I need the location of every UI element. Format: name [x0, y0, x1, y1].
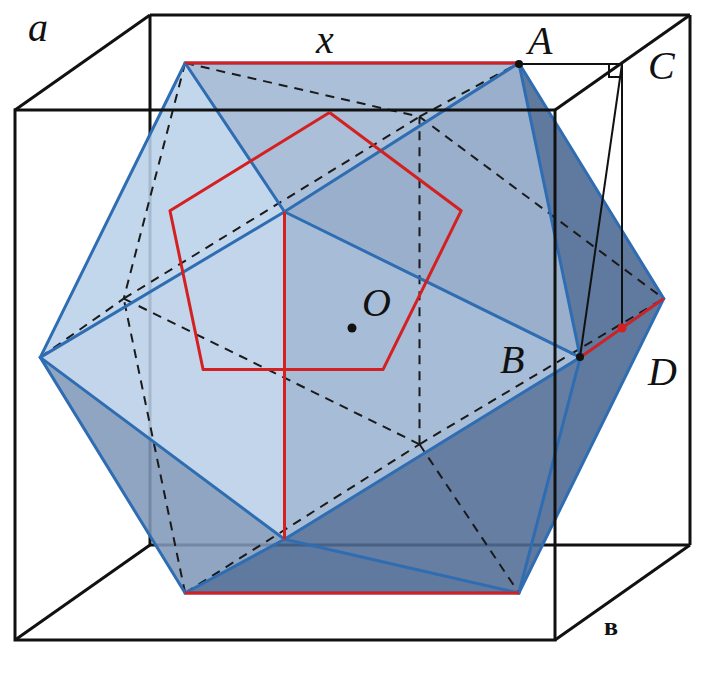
cube-front-edges: [15, 15, 690, 640]
cube-back-edges: [15, 15, 690, 640]
point-label: B: [500, 340, 524, 380]
edge: [285, 212, 581, 358]
red-line: [185, 592, 519, 595]
construction-lines: [519, 64, 622, 357]
edge: [283, 212, 286, 540]
edge: [124, 63, 185, 299]
point-label: O: [362, 283, 391, 323]
edge: [519, 299, 664, 593]
length-label: x: [316, 20, 334, 60]
edge: [185, 62, 519, 65]
edge: [40, 357, 185, 593]
edge: [285, 539, 519, 593]
edge-label: a: [28, 8, 48, 48]
edge: [40, 212, 284, 358]
red-line: [185, 62, 519, 65]
face: [519, 63, 664, 357]
edge: [185, 592, 519, 595]
point-label: D: [648, 352, 677, 392]
red-line: [170, 113, 461, 370]
edge: [419, 117, 421, 445]
edge: [40, 357, 284, 539]
edge: [285, 357, 581, 539]
points: [348, 60, 627, 361]
red-line: [283, 212, 286, 540]
icosahedron-faces: [40, 63, 663, 593]
red-lines: [170, 63, 664, 593]
figure-label: в: [604, 614, 618, 640]
visible-edges: [40, 63, 663, 593]
hidden-edges: [40, 63, 663, 593]
point-label: C: [648, 46, 675, 86]
edge: [285, 63, 519, 212]
edge: [185, 444, 419, 593]
edge: [124, 117, 420, 299]
edge: [185, 539, 284, 593]
edge: [124, 299, 185, 593]
edge: [519, 63, 580, 357]
edge: [185, 63, 284, 212]
edge: [519, 63, 664, 299]
edge: [420, 444, 519, 593]
edge: [519, 357, 580, 593]
point-label: A: [528, 21, 552, 61]
